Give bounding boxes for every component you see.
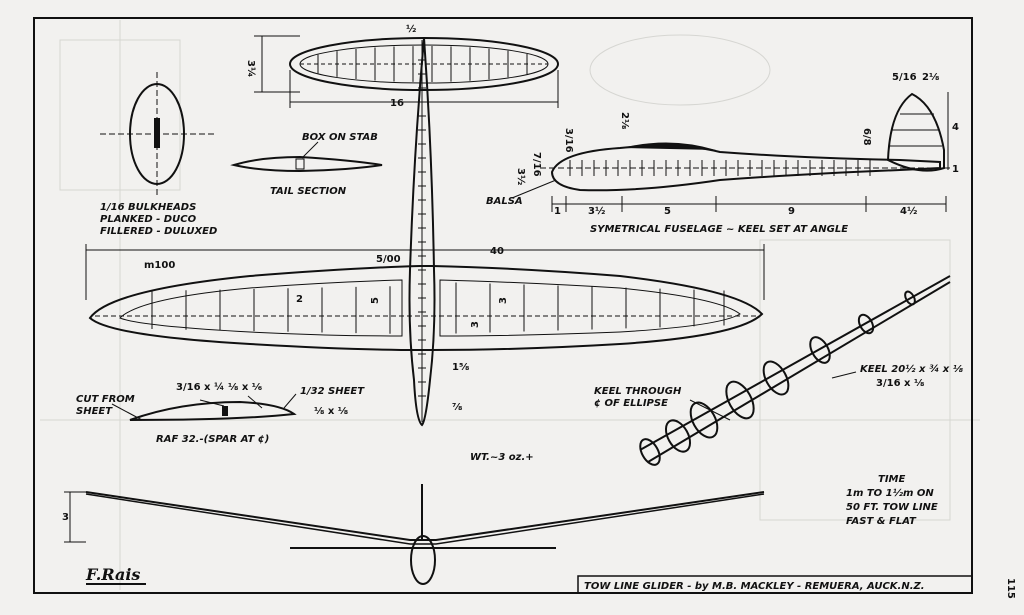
fin-top-dim: ½ — [406, 24, 416, 35]
fuselage-length-dimensions: 1 3½ 5 9 4½ — [551, 196, 947, 217]
airfoil-section — [111, 393, 297, 421]
keel-bulkhead-ring — [809, 336, 831, 364]
box-on-stab-label: BOX ON STAB — [302, 132, 378, 143]
wing-span-dimension: 40 — [85, 244, 765, 300]
fus-dim-2: ⅞ — [452, 402, 462, 413]
balsa-label: BALSA — [486, 196, 523, 207]
fin-gap-dim: 6/8 — [861, 128, 872, 146]
cut-from-sheet-2: SHEET — [76, 406, 113, 417]
te-dim: ⅛ x ⅛ — [314, 406, 348, 417]
bulkhead-note-2: PLANKED - DUCO — [100, 214, 197, 225]
keel-spec-sub: 3/16 x ⅛ — [876, 378, 924, 389]
fus-dim-1: 1⅝ — [452, 362, 469, 373]
wing-chord-value: 5 — [370, 297, 381, 304]
weight-label: WT.~3 oz.+ — [470, 452, 534, 463]
keel-bulkhead-ring — [639, 438, 661, 466]
spar-dim-1: 3/16 x ¼ — [176, 381, 224, 393]
time-note: TIME 1m TO 1½m ON 50 FT. TOW LINE FAST &… — [846, 474, 938, 527]
dihedral-value: 3 — [62, 512, 69, 523]
dihedral-dimension: 3 — [62, 491, 86, 543]
time-note-2: 1m TO 1½m ON — [846, 487, 934, 499]
fus-height-1: 2⅛ — [619, 112, 630, 129]
keel-through-1: KEEL THROUGH — [594, 386, 682, 397]
fus-seg-4: 9 — [788, 206, 795, 217]
keel-through-2: ¢ OF ELLIPSE — [594, 398, 668, 409]
title-block-box — [577, 575, 973, 594]
fuselage-side-view — [540, 92, 950, 192]
keel-bulkhead-ring — [664, 419, 692, 453]
fus-seg-1: 1 — [554, 206, 561, 217]
keel-perspective — [639, 275, 951, 466]
wing-rib-spacing: 2 — [296, 294, 303, 305]
bulkhead-note-3: FILLERED - DULUXED — [100, 226, 217, 237]
sheet-note: 1/32 SHEET — [300, 386, 365, 397]
keel-bulkhead-ring — [904, 290, 916, 306]
fus-height-4: 3/16 — [563, 128, 574, 153]
tail-section-profile — [230, 141, 383, 173]
fin-height: 4 — [952, 122, 959, 133]
fuselage-caption: SYMETRICAL FUSELAGE ~ KEEL SET AT ANGLE — [590, 224, 848, 235]
keel-bulkhead-ring — [725, 380, 755, 420]
stab-chord-value: 3¼ — [245, 60, 257, 77]
fus-seg-5: 4½ — [900, 206, 917, 217]
keel-bulkhead-ring — [857, 313, 875, 335]
tip-mark: m100 — [144, 260, 175, 271]
wing-root-chord: 3 — [470, 321, 481, 328]
keel-bulkhead-ring — [689, 401, 719, 439]
time-note-4: FAST & FLAT — [846, 516, 917, 527]
bulkhead-note-1: 1/16 BULKHEADS — [100, 202, 196, 213]
fus-seg-2: 3½ — [588, 206, 605, 217]
cut-from-sheet-1: CUT FROM — [76, 394, 135, 405]
fin-width-2: 2⅛ — [922, 72, 939, 83]
wing-plan — [88, 265, 764, 351]
time-note-1: TIME — [878, 474, 905, 485]
fus-height-2: 3½ — [515, 168, 526, 185]
keel-bulkhead-ring — [762, 360, 790, 396]
fus-seg-3: 5 — [664, 206, 671, 217]
fin-width-1: 5/16 — [892, 72, 917, 83]
center-mark: 5/00 — [376, 254, 401, 265]
fuselage-top-view — [408, 37, 436, 427]
wing-span-value: 40 — [490, 246, 504, 257]
title-block: TOW LINE GLIDER - by M.B. MACKLEY - REMU… — [584, 581, 925, 592]
spar-dim-2: ⅛ x ⅙ — [228, 382, 262, 393]
front-view — [85, 484, 765, 585]
bleed-through-ghost — [40, 20, 980, 590]
stab-chord-dimension: 3¼ — [245, 35, 300, 93]
wing-inner-dim: 3 — [498, 297, 509, 304]
fin-base: 1 — [952, 164, 959, 175]
keel-spec: KEEL 20½ x ¾ x ⅛ — [860, 363, 964, 375]
airfoil-caption: RAF 32.-(SPAR AT ¢) — [156, 434, 269, 445]
page-number: 115 — [1005, 578, 1016, 599]
bulkhead-ellipse — [100, 72, 214, 196]
tail-section-label: TAIL SECTION — [270, 186, 347, 197]
signature: F.Rais — [85, 565, 140, 584]
fus-height-3: 7/16 — [531, 152, 542, 177]
time-note-3: 50 FT. TOW LINE — [846, 502, 938, 513]
drawing-border — [33, 17, 973, 594]
stab-span-value: 16 — [390, 98, 404, 109]
